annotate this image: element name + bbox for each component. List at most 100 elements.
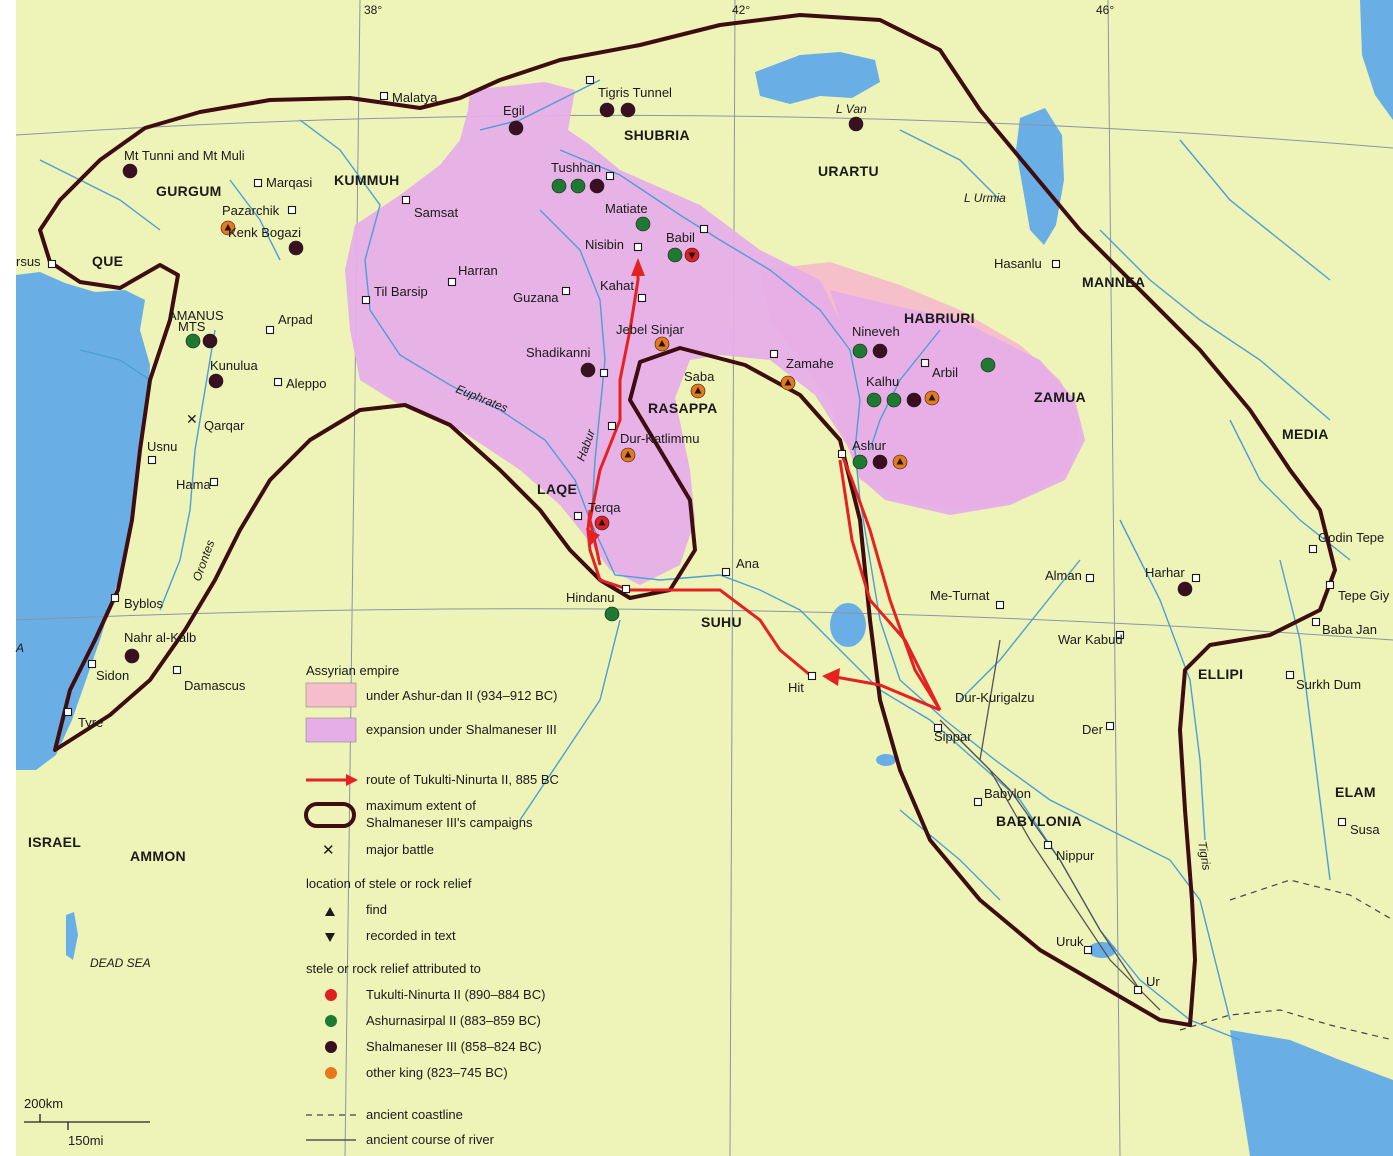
- settlement-marker-kahat: [637, 293, 647, 303]
- place-label-usnu: Usnu: [147, 439, 177, 454]
- region-label-babylonia: BABYLONIA: [996, 813, 1082, 829]
- scale-bar: 200km 150mi: [24, 1096, 150, 1148]
- settlement-marker-baba-jan: [1311, 617, 1321, 627]
- stele-dot-23: [872, 343, 888, 359]
- dead-sea-water: [66, 912, 78, 960]
- stele-dot-7: [551, 178, 567, 194]
- legend-extent-label-1: maximum extent of: [366, 798, 476, 813]
- region-label-media: MEDIA: [1282, 426, 1329, 442]
- settlement-marker-tepe-giyan: [1325, 580, 1335, 590]
- place-label-egil: Egil: [503, 103, 525, 118]
- settlement-marker-ana: [721, 567, 731, 577]
- settlement-marker-byblos: [110, 593, 120, 603]
- place-label-damascus: Damascus: [184, 678, 246, 693]
- settlement-marker-uruk: [1083, 945, 1093, 955]
- legend-route-label: route of Tukulti-Ninurta II, 885 BC: [366, 772, 559, 787]
- stele-dot-30: [852, 454, 868, 470]
- settlement-marker-samsat: [401, 195, 411, 205]
- region-label-que: QUE: [92, 253, 123, 269]
- legend-attributed-heading: stele or rock relief attributed to: [306, 961, 481, 976]
- settlement-marker-til-barsip: [361, 295, 371, 305]
- stele-find-triangle-16: [658, 340, 666, 347]
- place-label-terqa: Terqa: [588, 500, 621, 515]
- legend-find-label: find: [366, 902, 387, 917]
- place-label-matiate: Matiate: [605, 201, 648, 216]
- place-label-amanus-1: AMANUS: [168, 308, 224, 323]
- place-label-byblos: Byblos: [124, 596, 164, 611]
- settlement-marker-marqasi: [253, 178, 263, 188]
- stele-dot-13: [185, 333, 201, 349]
- place-label-sippar: Sippar: [934, 729, 972, 744]
- stele-dot-31: [872, 454, 888, 470]
- place-label-kalhu: Kalhu: [866, 374, 899, 389]
- settlement-marker-malatya: [379, 91, 389, 101]
- stele-dot-1: [599, 102, 615, 118]
- region-label-laqe: LAQE: [537, 481, 577, 497]
- settlement-marker-arpad: [265, 325, 275, 335]
- water-label-l-van: L Van: [836, 102, 867, 116]
- legend-empire-heading: Assyrian empire: [306, 663, 399, 678]
- legend-route-arrow: [346, 774, 358, 786]
- settlement-marker-ashur: [837, 449, 847, 459]
- place-label-qarqar: Qarqar: [204, 418, 245, 433]
- legend-coastline-label: ancient coastline: [366, 1107, 463, 1122]
- ancient-coastline: [1179, 1009, 1393, 1041]
- stele-find-triangle-24: [784, 379, 792, 386]
- place-label-tyre: Tyre: [78, 715, 103, 730]
- place-label-saba: Saba: [684, 369, 715, 384]
- place-label-tarsus: rsus: [16, 254, 41, 269]
- legend-recorded-icon: [325, 933, 335, 942]
- graticule-46: 46°: [1096, 3, 1114, 17]
- place-label-tigris-tunnel: Tigris Tunnel: [598, 85, 672, 100]
- region-label-urartu: URARTU: [818, 163, 879, 179]
- land-base: [16, 0, 1393, 1156]
- legend-find-icon: [325, 907, 335, 916]
- mediterranean-sea: [16, 272, 150, 770]
- region-label-elam: ELAM: [1335, 784, 1376, 800]
- legend-extent-swatch: [304, 802, 356, 828]
- place-label-nisibin: Nisibin: [585, 237, 624, 252]
- stele-dot-0: [508, 120, 524, 136]
- place-label-hindanu: Hindanu: [566, 590, 614, 605]
- lake-van: [755, 52, 880, 104]
- place-label-ur: Ur: [1146, 974, 1160, 989]
- legend-dot-ashurnasirpal: [325, 1015, 337, 1027]
- settlement-marker-hindanu: [621, 584, 631, 594]
- marker-layer: ✕: [47, 75, 1347, 995]
- orontes-river: [159, 329, 216, 611]
- legend-shalmaneser-label: Shalmaneser III (858–824 BC): [366, 1039, 542, 1054]
- stele-find-triangle-19: [624, 451, 632, 458]
- settlement-marker-babil: [699, 224, 709, 234]
- stele-dot-34: [124, 648, 140, 664]
- graticule-lines: [15, 0, 1393, 1156]
- stele-dot-8: [570, 178, 586, 194]
- settlement-marker-shadikanni: [599, 368, 609, 378]
- place-label-der: Der: [1082, 722, 1104, 737]
- place-label-sidon: Sidon: [96, 668, 129, 683]
- place-label-baba-jan: Baba Jan: [1322, 622, 1377, 637]
- settlement-marker-tigris-tunnel: [585, 75, 595, 85]
- settlement-marker-pazarchik: [287, 205, 297, 215]
- settlement-marker-hasanlu: [1051, 259, 1061, 269]
- lake-small-2: [1088, 942, 1116, 958]
- region-label-israel: ISRAEL: [28, 834, 81, 850]
- place-label-kunulua: Kunulua: [210, 358, 258, 373]
- legend-battle-icon: ✕: [322, 841, 335, 859]
- place-label-ashur: Ashur: [852, 438, 887, 453]
- settlement-marker-hama: [209, 477, 219, 487]
- stele-dot-25: [866, 392, 882, 408]
- settlement-marker-zamahe: [769, 349, 779, 359]
- region-label-suhu: SUHU: [701, 614, 742, 630]
- settlement-marker-me-turnat: [995, 600, 1005, 610]
- stele-dot-4: [122, 163, 138, 179]
- place-label-mt-tunni: Mt Tunni and Mt Muli: [124, 148, 245, 163]
- settlement-marker-nisibin: [633, 242, 643, 252]
- stele-dot-10: [635, 216, 651, 232]
- region-label-shubria: SHUBRIA: [624, 127, 690, 143]
- place-label-tushhan: Tushhan: [551, 160, 601, 175]
- lake-urmia: [1016, 108, 1064, 245]
- region-label-habriuri: HABRIURI: [904, 310, 975, 326]
- place-label-hama: Hama: [176, 477, 211, 492]
- stele-dot-2: [620, 102, 636, 118]
